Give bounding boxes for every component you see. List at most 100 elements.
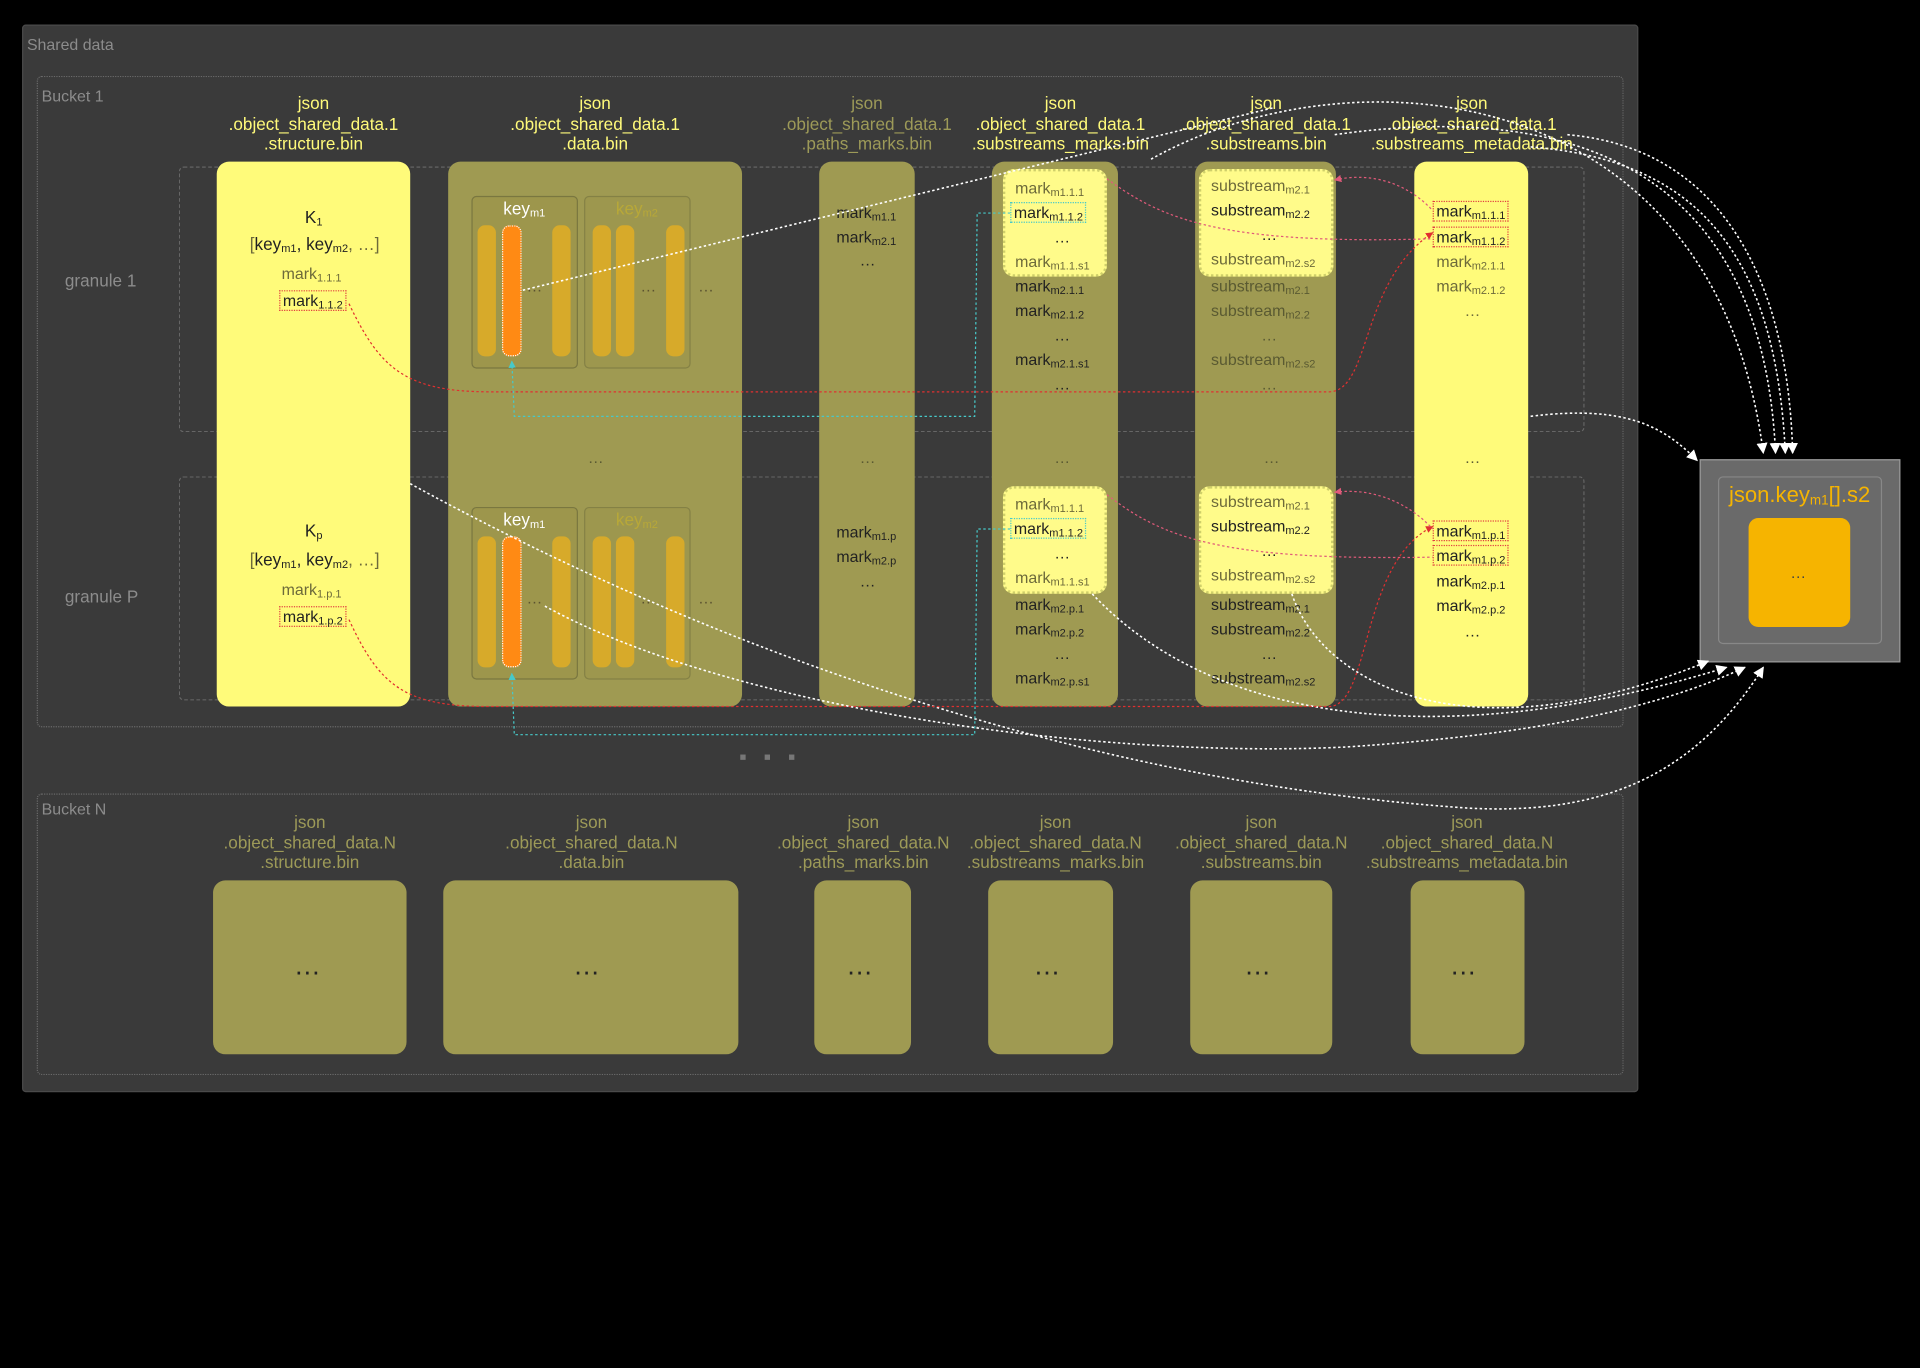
bucket-n-ellipsis: … — [1449, 950, 1477, 981]
substream: substreamm2.s2 — [1211, 668, 1316, 689]
meta-mark: markm1.p.2 — [1432, 544, 1510, 566]
data-bar — [666, 536, 685, 668]
target-inner-frame — [1717, 476, 1883, 645]
col-header-line: .object_shared_data.1 — [1387, 113, 1557, 133]
meta-mark: markm1.p.1 — [1432, 520, 1510, 542]
structure-mark-112: mark1.1.2 — [279, 290, 347, 312]
data-bar — [477, 536, 496, 668]
col-header-data: json .object_shared_data.1 .data.bin — [473, 93, 718, 154]
link-white — [1291, 593, 1710, 709]
granule-1-label: granule 1 — [64, 270, 137, 291]
substream: substreamm2.1 — [1211, 276, 1310, 297]
substream: substreamm2.2 — [1211, 200, 1310, 221]
data-bar-highlighted — [502, 225, 522, 357]
substreams-highlight-gp — [1198, 486, 1334, 594]
col-header-substreams-metadata: json .object_shared_data.1 .substreams_m… — [1349, 93, 1594, 154]
col-header-line: .object_shared_data.N — [223, 832, 397, 852]
col-header-line: .object_shared_data.1 — [510, 113, 680, 133]
subs-mark: markm1.1.1 — [1015, 178, 1085, 199]
col-header-substreams-metadata-n: json .object_shared_data.N .substreams_m… — [1345, 812, 1590, 873]
data-bar — [592, 536, 612, 668]
col-header-line: json — [1451, 811, 1483, 832]
granule-p-label: granule P — [64, 586, 139, 607]
col-header-structure-n: json .object_shared_data.N .structure.bi… — [187, 812, 432, 873]
data-bar — [552, 225, 571, 357]
col-header-line: json — [297, 93, 330, 113]
col-header-line: .object_shared_data.N — [505, 832, 678, 852]
subs-mark: markm2.1.2 — [1015, 301, 1085, 321]
link-white — [1567, 133, 1798, 455]
meta-mark: markm1.1.2 — [1432, 226, 1510, 248]
col-header-line: json — [579, 93, 611, 113]
structure-k1: K1 — [304, 206, 323, 228]
col-header-line: json — [294, 811, 326, 832]
col-header-line: .data.bin — [558, 852, 625, 872]
bucket-n-ellipsis: … — [293, 950, 321, 981]
data-key-m1-label-gp: keym1 — [503, 509, 546, 531]
data-key-m2-label-g1: keym2 — [615, 198, 658, 220]
substream: substreamm2.s2 — [1211, 565, 1316, 586]
subs-mark: markm2.p.1 — [1015, 595, 1085, 615]
link-cyan — [508, 212, 1011, 417]
link-red — [348, 525, 1434, 708]
col-header-paths-marks-n: json .object_shared_data.N .paths_marks.… — [741, 812, 986, 873]
substream: substreamm2.s2 — [1211, 249, 1316, 270]
col-header-line: .object_shared_data.N — [1380, 832, 1554, 852]
paths-mark: markm2.p — [836, 547, 897, 567]
data-ellipsis: … — [697, 276, 714, 296]
meta-mark: markm2.1.1 — [1436, 252, 1506, 272]
col-header-line: .object_shared_data.1 — [782, 113, 952, 133]
col-header-line: json — [1245, 811, 1277, 832]
col-header-line: .substreams_metadata.bin — [1370, 133, 1573, 154]
meta-ellipsis: … — [1464, 301, 1481, 320]
subs-mark-ellipsis: … — [1054, 644, 1071, 663]
substream-ellipsis: … — [1261, 225, 1278, 244]
substream: substreamm2.2 — [1211, 619, 1310, 640]
link-cyan — [508, 528, 1011, 736]
paths-ellipsis: … — [859, 571, 876, 591]
link-pink — [1106, 178, 1433, 241]
col-header-line: json — [1044, 93, 1077, 113]
link-pink — [1106, 494, 1433, 559]
col-header-line: .structure.bin — [263, 133, 364, 154]
target-title: json.keym1[].s2 — [1728, 482, 1871, 509]
link-white — [1091, 593, 1728, 718]
col-header-line: json — [575, 811, 608, 832]
bucket-n-ellipsis: … — [1033, 950, 1061, 981]
structure-mark-111: mark1.1.1 — [281, 264, 342, 285]
subs-mark: markm2.p.2 — [1015, 619, 1085, 640]
subs-mark: markm1.1.s1 — [1015, 568, 1090, 588]
link-white — [522, 106, 1274, 291]
col-header-line: .object_shared_data.1 — [975, 113, 1146, 133]
col-header-line: .data.bin — [562, 133, 628, 154]
substream: substreamm2.s2 — [1211, 350, 1316, 370]
links-overlay — [348, 101, 1798, 810]
paths-mark: markm2.1 — [836, 227, 897, 248]
paths-marks-column-n — [814, 880, 912, 1055]
subs-mark-ellipsis: … — [1054, 227, 1071, 247]
data-ellipsis: … — [526, 588, 543, 608]
bucket-n — [36, 793, 1624, 1076]
subs-mark-selected: markm1.1.2 — [1010, 517, 1087, 539]
subs-mark-ellipsis: … — [1054, 374, 1071, 394]
data-bar — [477, 225, 496, 357]
data-bar — [592, 225, 612, 357]
substream-ellipsis: … — [1261, 374, 1278, 394]
substream: substreamm2.2 — [1211, 301, 1310, 321]
link-white — [1530, 146, 1791, 455]
col-header-line: .substreams.bin — [1200, 852, 1322, 872]
paths-between-ellipsis: … — [859, 448, 876, 467]
substreams-marks-highlight-gp — [1002, 486, 1107, 594]
col-header-line: json — [1039, 811, 1072, 832]
substreams-metadata-column-n — [1410, 880, 1525, 1055]
structure-column-n — [213, 880, 407, 1055]
structure-mark-1p1: mark1.p.1 — [281, 580, 342, 601]
substream: substreamm2.1 — [1211, 492, 1310, 512]
col-header-data-n: json .object_shared_data.N .data.bin — [469, 812, 714, 873]
substreams-marks-column-n — [988, 880, 1114, 1055]
structure-keys-gp: [keym1, keym2, …] — [249, 549, 380, 571]
data-bar — [552, 536, 571, 668]
bucket-1-label: Bucket 1 — [41, 86, 104, 106]
col-header-line: .paths_marks.bin — [801, 133, 933, 154]
meta-mark: markm1.1.1 — [1432, 200, 1510, 222]
